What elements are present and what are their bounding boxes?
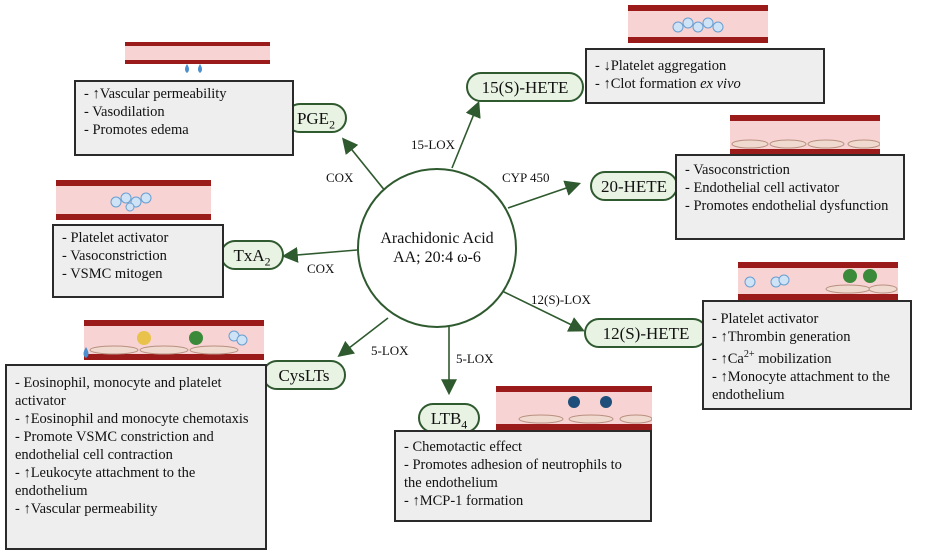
effects-box-15-hete: - ↓Platelet aggregation - ↑Clot formatio…	[585, 48, 825, 104]
node-ltb4: LTB4	[418, 403, 480, 433]
enzyme-label-cyp450: CYP 450	[502, 170, 550, 185]
effect-item: - ↑Clot formation ex vivo	[595, 76, 741, 92]
droplet-icon	[83, 347, 89, 358]
platelet-icon	[228, 330, 248, 346]
effects-box-20-hete: - Vasoconstriction - Endothelial cell ac…	[675, 154, 905, 240]
droplet-icon	[198, 64, 202, 73]
enzyme-label-5-lox-cyslts: 5-LOX	[371, 343, 409, 358]
arrow-to-12hete	[499, 289, 585, 332]
effect-item: - Promotes edema	[84, 122, 189, 138]
effect-item: - ↑Eosinophil and monocyte chemotaxis	[15, 411, 249, 427]
effects-box-pge2: - ↑Vascular permeability - Vasodilation …	[74, 80, 294, 156]
effect-item: - Vasoconstriction	[62, 248, 167, 264]
node-pge2: PGE2	[285, 103, 347, 133]
effects-box-txa2: - Platelet activator - Vasoconstriction …	[52, 224, 224, 298]
node-12-hete: 12(S)-HETE	[584, 318, 708, 348]
effect-item: - Vasodilation	[84, 104, 165, 120]
effect-item: - ↓Platelet aggregation	[595, 58, 727, 74]
neutrophil-icon	[568, 396, 580, 408]
platelet-aggregate-icon	[672, 17, 724, 33]
effect-item: - ↑Monocyte attachment to the endotheliu…	[712, 368, 890, 403]
neutrophil-icon	[600, 396, 612, 408]
vessel-illustration-pge2	[125, 42, 270, 73]
effects-box-ltb4: - Chemotactic effect - Promotes adhesion…	[394, 430, 652, 522]
effect-item: - Vasoconstriction	[685, 162, 790, 178]
arrow-to-pge2	[341, 137, 387, 193]
vessel-illustration-12-hete	[738, 262, 898, 300]
effect-item: - ↑Leukocyte attachment to the endotheli…	[15, 465, 196, 499]
vessel-illustration-txa2	[56, 180, 211, 220]
effect-item: - ↑Vascular permeability	[15, 501, 158, 517]
effect-item: - ↑Ca2+ mobilization	[712, 349, 832, 367]
effect-item: - Promote VSMC constriction and endothel…	[15, 429, 214, 463]
node-15-hete: 15(S)-HETE	[466, 72, 584, 102]
center-subtitle: AA; 20:4 ω-6	[393, 249, 481, 266]
center-title: Arachidonic Acid	[380, 230, 494, 247]
enzyme-label-12-lox: 12(S)-LOX	[531, 292, 591, 307]
platelet-icon	[744, 274, 790, 288]
monocyte-icon	[863, 269, 877, 283]
effect-item: - Eosinophil, monocyte and platelet acti…	[15, 375, 222, 409]
platelet-aggregate-icon	[110, 192, 152, 212]
vessel-illustration-15-hete	[628, 5, 768, 43]
droplet-icon	[185, 64, 189, 73]
arachidonic-acid-node: Arachidonic Acid AA; 20:4 ω-6	[357, 168, 517, 328]
effect-item: - ↑Thrombin generation	[712, 329, 851, 345]
node-txa2: TxA2	[220, 240, 284, 270]
node-cyslts: CysLTs	[262, 360, 346, 390]
effect-item: - Endothelial cell activator	[685, 180, 840, 196]
effect-item: - Promotes adhesion of neutrophils to th…	[404, 457, 622, 491]
arrow-to-cyslts	[337, 317, 389, 357]
vessel-illustration-ltb4	[496, 386, 652, 430]
effect-item: - ↑MCP-1 formation	[404, 493, 524, 509]
node-20-hete: 20-HETE	[590, 171, 678, 201]
effect-item: - Chemotactic effect	[404, 439, 523, 455]
monocyte-icon	[843, 269, 857, 283]
effect-item: - Promotes endothelial dysfunction	[685, 198, 889, 214]
effects-box-12-hete: - Platelet activator - ↑Thrombin generat…	[702, 300, 912, 410]
arrow-to-15hete	[451, 101, 481, 169]
effects-box-cyslts: - Eosinophil, monocyte and platelet acti…	[5, 364, 267, 550]
effect-item: - VSMC mitogen	[62, 266, 163, 282]
eosinophil-icon	[137, 331, 151, 345]
enzyme-label-cox-txa2: COX	[307, 261, 335, 276]
effect-item: - ↑Vascular permeability	[84, 86, 227, 102]
arrow-to-20hete	[507, 180, 582, 209]
enzyme-label-cox-pge2: COX	[326, 170, 354, 185]
vessel-illustration-20-hete	[730, 115, 880, 155]
monocyte-icon	[189, 331, 203, 345]
enzyme-label-15-lox: 15-LOX	[411, 137, 456, 152]
enzyme-label-5-lox-ltb4: 5-LOX	[456, 351, 494, 366]
arrow-to-txa2	[281, 246, 358, 263]
effect-item: - Platelet activator	[62, 230, 169, 246]
vessel-illustration-cyslts	[84, 320, 264, 360]
effect-item: - Platelet activator	[712, 311, 819, 327]
